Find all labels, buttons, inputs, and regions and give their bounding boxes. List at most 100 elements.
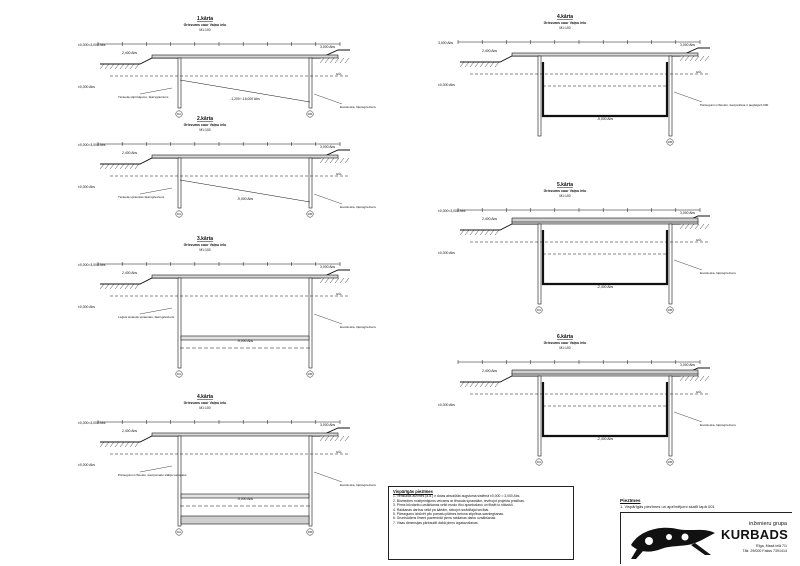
title-block: inženieru grupa KURBADS Rīga, Mazā ielā … <box>620 512 792 564</box>
axis-bubble-a <box>175 528 183 536</box>
general-notes-line: 1. Vertikālās atzīmes (a.a.) ir dotas ab… <box>393 494 521 499</box>
ground-hatch <box>324 277 330 284</box>
level-label-right: 3,000 Abs <box>320 265 335 269</box>
leader-line <box>139 87 173 95</box>
ground-hatch <box>114 163 120 170</box>
ground-hatch <box>104 163 110 170</box>
annotation-left: Tērauda sprauslas šķērsgrieziens <box>118 195 165 199</box>
general-notes-line: 6. Gruntsūdens līmeni pazemināt pirms ra… <box>393 516 497 521</box>
leader-line <box>139 465 173 473</box>
ground-hatch <box>459 381 465 388</box>
ground-hatch <box>474 229 480 236</box>
axis-label-a: DA <box>537 308 541 312</box>
groundwater-label: GŪL <box>336 172 343 176</box>
ground-hatch <box>129 283 135 290</box>
section-title: 1.kārta <box>197 16 213 22</box>
annotation-right: Esošā ēka, šķērsgrieziens <box>700 423 736 427</box>
ground-hatch <box>489 229 495 236</box>
pile-wall-left <box>177 57 182 109</box>
deck-slab <box>151 432 339 437</box>
axis-bubble-a <box>175 370 183 378</box>
level-label: 2,400 Abs <box>122 151 137 155</box>
axis-bubble-b <box>306 370 314 378</box>
ground-hatch <box>464 61 470 68</box>
ground-hatch <box>319 57 325 64</box>
level-label: 2,400 Abs <box>482 217 497 221</box>
annotation-right: Esošā ēka, šķērsgrieziens <box>340 105 376 109</box>
ground-hatch <box>334 157 340 164</box>
pile-wall-left <box>537 375 542 457</box>
groundwater-label: GŪL <box>336 450 343 454</box>
axis-bubble-b <box>666 306 674 314</box>
ground-hatch <box>699 223 705 230</box>
axis-label-b: DB <box>308 112 312 116</box>
section-scale: M1:100 <box>199 406 210 410</box>
pile-wall-right <box>308 157 313 209</box>
ground-hatch <box>329 57 335 64</box>
deck-slab <box>151 274 339 279</box>
ground-hatch <box>474 61 480 68</box>
ground-hatch <box>99 163 105 170</box>
axis-label-b: DB <box>668 460 672 464</box>
ground-hatch <box>479 61 485 68</box>
axis-label-b: DB <box>308 372 312 376</box>
ground-hatch <box>104 283 110 290</box>
ground-hatch <box>479 381 485 388</box>
level-label: 2,400 Abs <box>482 49 497 53</box>
axis-bubble-b <box>666 458 674 466</box>
axis-bubble-a <box>535 306 543 314</box>
ground-hatch <box>124 441 130 448</box>
ground-hatch <box>679 223 685 230</box>
level-label: 2,400 Abs <box>122 51 137 55</box>
axis-label-a: DA <box>177 372 181 376</box>
ground-hatch <box>684 223 690 230</box>
deck-slab <box>511 52 699 57</box>
level-label-top: ±0,000=3,000 Abs <box>438 209 466 213</box>
company-tagline: inženieru grupa <box>749 521 787 527</box>
ground-hatch <box>484 381 490 388</box>
level-label-top: ±0,000=3,000 Abs <box>78 43 106 47</box>
ground-hatch <box>469 61 475 68</box>
excavation-level: -2,400 Abs <box>597 437 614 441</box>
ground-hatch <box>334 277 340 284</box>
axis-bubble-b <box>306 528 314 536</box>
ground-hatch <box>109 441 115 448</box>
ground-hatch <box>694 223 700 230</box>
pile-wall-right <box>308 435 313 527</box>
ground-hatch <box>344 435 350 442</box>
leader-line <box>313 193 343 205</box>
brace-line <box>179 79 311 103</box>
ground-hatch <box>329 435 335 442</box>
pile-wall-left <box>537 55 542 137</box>
ground-hatch <box>484 229 490 236</box>
section-title: 3.kārta <box>197 236 213 242</box>
ground-hatch <box>124 63 130 70</box>
ground-hatch <box>99 283 105 290</box>
remarks-block: Piezīmes 1. Vispārīgās piezīmes un apzīm… <box>620 499 715 509</box>
ground-hatch <box>339 157 345 164</box>
ground-hatch <box>119 163 125 170</box>
section-title: 5.kārta <box>557 182 573 188</box>
level-label-low: ±0,000 Abs <box>78 185 95 189</box>
groundwater-label: GŪL <box>696 70 703 74</box>
company-address: Rīga, Mazā ielā 7/1 <box>756 544 787 548</box>
base-slab <box>180 515 310 525</box>
ground-hatch <box>464 381 470 388</box>
section-scale: M1:100 <box>559 346 570 350</box>
ground-hatch <box>319 435 325 442</box>
ground-hatch <box>699 55 705 62</box>
ground-hatch <box>694 375 700 382</box>
level-label-low: ±0,000 Abs <box>78 305 95 309</box>
deck-slab <box>151 154 339 159</box>
section-subtitle: Griezums caur Vaļņu ielu <box>184 123 227 127</box>
ground-hatch <box>679 375 685 382</box>
ground-hatch <box>339 277 345 284</box>
section-title: 6.kārta <box>557 334 573 340</box>
ground-hatch <box>704 55 710 62</box>
ground-hatch <box>494 229 500 236</box>
pile-wall-left <box>177 157 182 209</box>
